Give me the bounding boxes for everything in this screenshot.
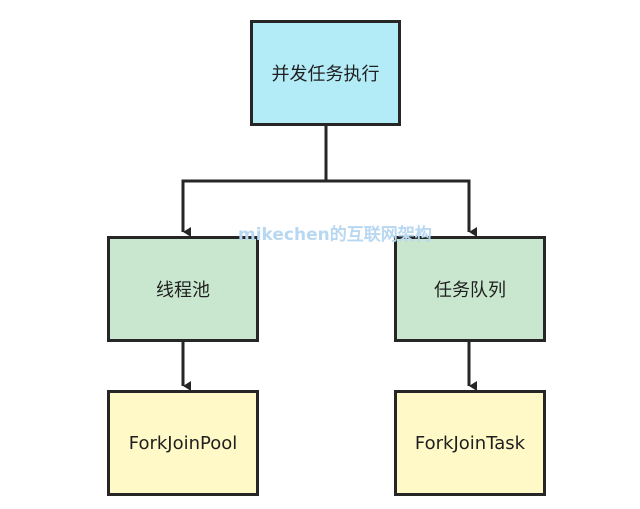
forkjointask-node-label: ForkJoinTask	[414, 432, 526, 454]
root-node[interactable]: 并发任务执行	[250, 20, 401, 126]
thread-pool-node[interactable]: 线程池	[107, 236, 259, 342]
forkjoinpool-node[interactable]: ForkJoinPool	[107, 390, 259, 496]
forkjointask-node[interactable]: ForkJoinTask	[394, 390, 546, 496]
forkjoinpool-node-label: ForkJoinPool	[128, 432, 238, 454]
thread-pool-node-label: 线程池	[156, 280, 210, 301]
root-node-label: 并发任务执行	[271, 64, 380, 85]
watermark-text: mikechen的互联网架构	[238, 225, 432, 245]
task-queue-node[interactable]: 任务队列	[394, 236, 546, 342]
connector-root-to-right	[326, 179, 477, 237]
task-queue-node-label: 任务队列	[434, 280, 506, 301]
connector-root-to-left	[181, 126, 328, 237]
